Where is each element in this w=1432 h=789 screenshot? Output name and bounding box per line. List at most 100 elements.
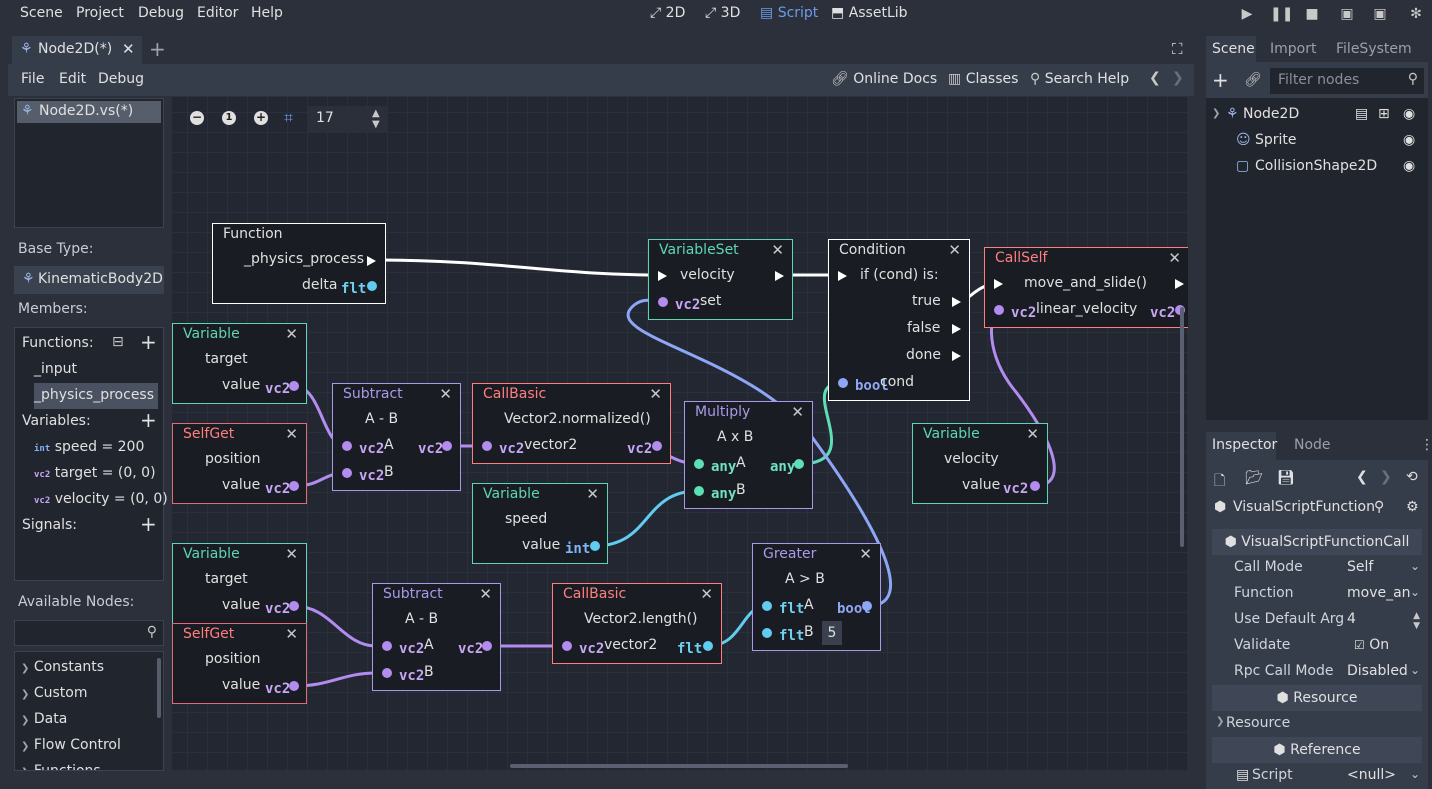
input-a-port[interactable]	[762, 601, 772, 611]
search-help-button[interactable]: ⚲ Search Help	[1030, 71, 1129, 87]
forward-icon[interactable]: ❯	[1172, 70, 1184, 86]
close-icon[interactable]: ✕	[791, 403, 804, 421]
exec-out-port[interactable]	[367, 256, 376, 266]
zoom-in-icon[interactable]: +	[254, 110, 268, 125]
classes-button[interactable]: ▥ Classes	[948, 71, 1018, 87]
callself-node[interactable]: CallSelf ✕ move_and_slide() vc2 linear_v…	[984, 247, 1188, 328]
save-icon[interactable]: 💾︎	[1277, 470, 1295, 486]
menu-project[interactable]: Project	[76, 5, 124, 21]
set-port[interactable]	[658, 297, 668, 307]
scrollbar[interactable]	[157, 658, 161, 718]
tree-node-sprite[interactable]: Sprite	[1255, 132, 1297, 148]
cond-port[interactable]	[838, 378, 848, 388]
chevron-down-icon[interactable]: ❯	[1212, 108, 1221, 119]
greater-node[interactable]: Greater ✕ A > B flt A bool flt B 5	[752, 543, 881, 651]
debug-menu[interactable]: Debug	[98, 71, 145, 87]
variable-item-target[interactable]: vc2 target = (0, 0)	[34, 465, 156, 481]
tree-item-functions[interactable]: ❯ Functions	[21, 763, 101, 770]
menu-dots-icon[interactable]: ⋮	[1420, 437, 1432, 453]
selfget-node[interactable]: SelfGet ✕ position value vc2	[172, 623, 307, 704]
search-icon[interactable]: ⚲	[1374, 499, 1385, 515]
visibility-icon[interactable]: ◉	[1403, 132, 1416, 148]
filter-nodes-input[interactable]: Filter nodes ⚲	[1270, 68, 1424, 94]
close-icon[interactable]: ✕	[649, 385, 662, 403]
add-function-icon[interactable]: +	[140, 330, 157, 354]
output-port[interactable]	[442, 441, 452, 451]
file-menu[interactable]: File	[21, 71, 45, 87]
script-icon[interactable]: ▤	[1355, 106, 1369, 122]
property-script[interactable]: ▤Script<null>⌄	[1212, 763, 1422, 789]
open-folder-icon[interactable]: 📂︎	[1245, 470, 1263, 486]
close-icon[interactable]: ✕	[586, 485, 599, 503]
subtract-node[interactable]: Subtract ✕ A - B vc2 A vc2 vc2 B	[372, 583, 501, 691]
exec-out-port[interactable]	[1175, 279, 1184, 289]
close-icon[interactable]: ✕	[479, 585, 492, 603]
checkbox[interactable]: ☑ On	[1354, 637, 1389, 653]
close-icon[interactable]: ✕	[285, 545, 298, 563]
exec-in-port[interactable]	[838, 271, 847, 281]
vertical-scrollbar[interactable]	[1180, 307, 1184, 547]
zoom-reset-icon[interactable]: 1	[222, 111, 236, 125]
output-port[interactable]	[652, 441, 662, 451]
tab-filesystem[interactable]: FileSystem	[1336, 41, 1412, 57]
override-icon[interactable]: ⊟	[112, 334, 124, 350]
value-port[interactable]	[289, 381, 299, 391]
function-item-input[interactable]: _input	[34, 361, 78, 377]
play-icon[interactable]: ▶	[1241, 6, 1253, 22]
variable-node[interactable]: Variable ✕ speed value int	[472, 483, 608, 564]
function-item-physics-process[interactable]: _physics_process	[34, 383, 158, 409]
property-validate[interactable]: Validate☑ On	[1212, 633, 1422, 659]
back-icon[interactable]: ❮	[1149, 70, 1161, 86]
selfget-node[interactable]: SelfGet ✕ position value vc2	[172, 423, 307, 504]
edit-menu[interactable]: Edit	[59, 71, 87, 87]
history-icon[interactable]: ⟲	[1406, 469, 1418, 485]
play-scene-icon[interactable]: ▣	[1340, 6, 1354, 22]
value-port[interactable]	[289, 681, 299, 691]
tree-node-collisionshape2d[interactable]: CollisionShape2D	[1255, 158, 1378, 174]
input-port[interactable]	[994, 305, 1004, 315]
add-tab-icon[interactable]: +	[149, 37, 166, 61]
output-port[interactable]	[482, 641, 492, 651]
close-icon[interactable]: ✕	[859, 545, 872, 563]
group-icon[interactable]: ⊞	[1378, 106, 1390, 122]
input-b-port[interactable]	[382, 668, 392, 678]
input-a-port[interactable]	[342, 441, 352, 451]
multiply-node[interactable]: Multiply ✕ A x B any A any any B	[684, 401, 813, 509]
tab-scene[interactable]: Scene	[1206, 36, 1256, 62]
base-type-field[interactable]: ⚘ KinematicBody2D	[14, 266, 164, 294]
close-icon[interactable]: ✕	[122, 40, 135, 58]
snap-distance-spinbox[interactable]: 17 ▲▼	[308, 106, 388, 132]
value-port[interactable]	[289, 481, 299, 491]
input-port[interactable]	[482, 441, 492, 451]
add-node-icon[interactable]: +	[1212, 68, 1229, 92]
workspace-script-button[interactable]: ▤ Script	[760, 5, 818, 21]
close-icon[interactable]: ✕	[700, 585, 713, 603]
input-b-port[interactable]	[342, 468, 352, 478]
callbasic-node[interactable]: CallBasic ✕ Vector2.length() vc2 vector2…	[552, 583, 722, 664]
snap-grid-icon[interactable]: ⌗	[284, 108, 294, 127]
variable-item-velocity[interactable]: vc2 velocity = (0, 0)	[34, 491, 168, 507]
output-port[interactable]	[703, 641, 713, 651]
back-icon[interactable]: ❮	[1356, 469, 1368, 485]
tree-node-node2d[interactable]: Node2D	[1243, 106, 1300, 122]
input-b-port[interactable]	[694, 486, 704, 496]
tree-item-constants[interactable]: ❯ Constants	[21, 659, 104, 675]
pause-icon[interactable]: ❚❚	[1270, 6, 1294, 22]
value-port[interactable]	[590, 541, 600, 551]
tree-item-flow-control[interactable]: ❯ Flow Control	[21, 737, 121, 753]
input-b-port[interactable]	[762, 628, 772, 638]
function-node[interactable]: Function _physics_process delta flt	[212, 223, 386, 304]
play-custom-scene-icon[interactable]: ▣	[1373, 6, 1387, 22]
tab-inspector[interactable]: Inspector	[1206, 432, 1277, 460]
variable-item-speed[interactable]: int speed = 200	[34, 439, 144, 455]
close-icon[interactable]: ✕	[285, 625, 298, 643]
horizontal-scrollbar[interactable]	[510, 764, 848, 768]
output-port[interactable]	[862, 601, 872, 611]
variable-node[interactable]: Variable ✕ target value vc2	[172, 323, 307, 404]
tab-node[interactable]: Node	[1294, 437, 1331, 453]
close-icon[interactable]: ✕	[1168, 249, 1181, 267]
